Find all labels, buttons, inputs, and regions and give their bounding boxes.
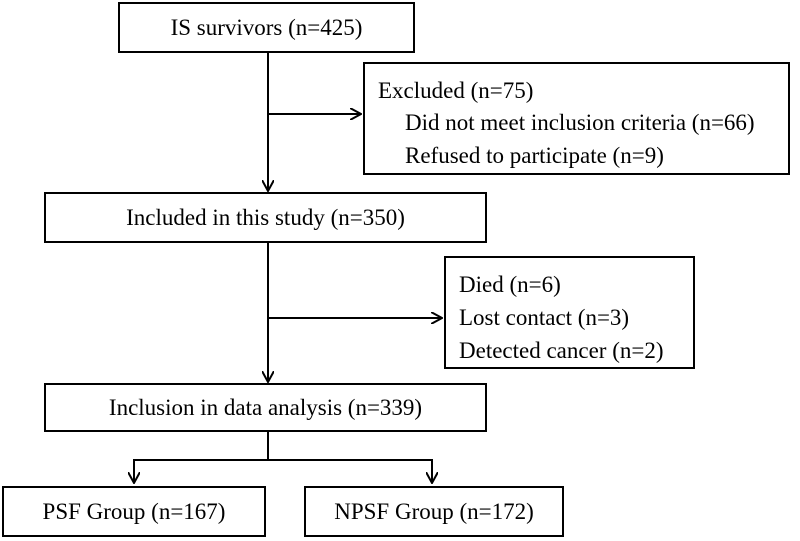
- survivors-label: IS survivors (n=425): [170, 15, 363, 40]
- excluded-reason: Refused to participate (n=9): [405, 143, 664, 168]
- npsf-group-box: NPSF Group (n=172): [304, 486, 564, 537]
- lost-item: Lost contact (n=3): [459, 305, 630, 330]
- lost-item: Died (n=6): [459, 272, 561, 297]
- lost-box: Died (n=6) Lost contact (n=3) Detected c…: [444, 256, 695, 369]
- analysis-box: Inclusion in data analysis (n=339): [44, 383, 487, 432]
- excluded-box: Excluded (n=75) Did not meet inclusion c…: [363, 62, 790, 175]
- analysis-label: Inclusion in data analysis (n=339): [108, 395, 423, 420]
- lost-item: Detected cancer (n=2): [459, 338, 664, 363]
- psf-group-label: PSF Group (n=167): [42, 499, 226, 524]
- survivors-box: IS survivors (n=425): [118, 2, 415, 53]
- psf-group-box: PSF Group (n=167): [2, 486, 266, 537]
- included-label: Included in this study (n=350): [126, 205, 405, 230]
- npsf-group-label: NPSF Group (n=172): [334, 499, 534, 524]
- excluded-title: Excluded (n=75): [378, 78, 534, 103]
- excluded-reason: Did not meet inclusion criteria (n=66): [405, 110, 755, 135]
- included-box: Included in this study (n=350): [44, 192, 487, 243]
